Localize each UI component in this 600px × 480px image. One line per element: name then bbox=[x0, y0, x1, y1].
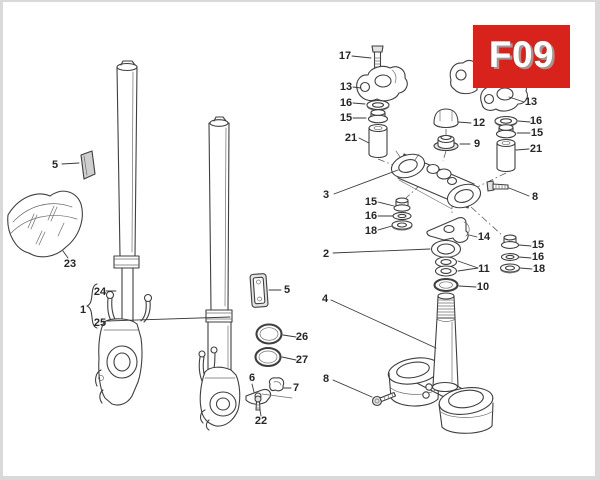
callout-14: 14 bbox=[478, 231, 491, 243]
callout-15-l: 15 bbox=[340, 112, 352, 124]
callout-1: 1 bbox=[80, 304, 86, 316]
callout-21-r: 21 bbox=[530, 143, 542, 155]
page-code-badge: F09 F09 bbox=[473, 25, 570, 88]
callout-16-l: 16 bbox=[340, 97, 352, 109]
part-6-bracket bbox=[245, 388, 293, 405]
part-5-reflector-right bbox=[249, 273, 269, 308]
callout-5-r: 5 bbox=[284, 284, 290, 296]
callout-15-m: 15 bbox=[365, 196, 377, 208]
part-2-bearing bbox=[430, 239, 462, 259]
part-15-nut-right bbox=[495, 124, 517, 139]
part-3-top-clamp bbox=[390, 150, 482, 210]
callout-17: 17 bbox=[339, 50, 351, 62]
part-16-washer-stem bbox=[500, 253, 520, 261]
callout-13-r: 13 bbox=[525, 96, 537, 108]
part-8-bolt-bottom bbox=[371, 391, 397, 407]
part-25-fork-leg-right bbox=[198, 116, 241, 431]
callout-labels: 17 13 16 15 21 13 16 15 21 12 9 3 15 16 … bbox=[52, 50, 545, 427]
part-12-cap-nut bbox=[433, 108, 459, 129]
badge-background bbox=[473, 25, 570, 88]
callout-12: 12 bbox=[473, 117, 485, 129]
callout-8-r: 8 bbox=[532, 191, 538, 203]
bottom-clamp bbox=[387, 357, 494, 434]
part-16-washer-mid bbox=[392, 211, 412, 221]
callout-15-s: 15 bbox=[532, 239, 544, 251]
leader-lines bbox=[61, 55, 533, 417]
page-code: F09 bbox=[489, 34, 554, 75]
callout-7: 7 bbox=[293, 382, 299, 394]
callout-18-m: 18 bbox=[365, 225, 377, 237]
callout-15-r: 15 bbox=[531, 127, 543, 139]
part-13-clamp-left bbox=[356, 65, 408, 102]
part-7-clip bbox=[268, 377, 285, 392]
part-5-reflector-left bbox=[80, 150, 96, 180]
part-23-fender bbox=[7, 190, 83, 258]
callout-3: 3 bbox=[323, 189, 329, 201]
callout-24: 24 bbox=[94, 286, 107, 298]
callout-16-m: 16 bbox=[365, 210, 377, 222]
page-code-shadow: F09 bbox=[491, 36, 556, 77]
callout-23: 23 bbox=[64, 258, 76, 270]
callout-5-l: 5 bbox=[52, 159, 58, 171]
part-1-group-brace bbox=[86, 283, 98, 329]
callout-16-r: 16 bbox=[530, 115, 542, 127]
part-4-steering-stem bbox=[431, 292, 459, 393]
part-15-nut-stem bbox=[500, 234, 520, 249]
partial-clamp-behind-badge bbox=[449, 59, 478, 95]
part-15-nut-left bbox=[367, 109, 389, 124]
callout-21-l: 21 bbox=[345, 132, 357, 144]
part-27-o-ring bbox=[254, 346, 282, 368]
part-8-bolt-right bbox=[486, 180, 509, 192]
callout-11: 11 bbox=[478, 263, 490, 275]
callout-13-l: 13 bbox=[340, 81, 352, 93]
part-11-washers bbox=[434, 256, 458, 277]
part-21-spacer-right bbox=[496, 138, 516, 173]
callout-4: 4 bbox=[322, 293, 329, 305]
part-16-washer-left bbox=[366, 99, 390, 111]
part-10-seal bbox=[433, 277, 459, 293]
callout-22: 22 bbox=[255, 415, 267, 427]
callout-2: 2 bbox=[323, 248, 329, 260]
callout-25: 25 bbox=[94, 317, 106, 329]
callout-6: 6 bbox=[249, 372, 255, 384]
part-15-nut-mid bbox=[393, 197, 411, 212]
part-22-bolt bbox=[254, 395, 262, 411]
callout-10: 10 bbox=[477, 281, 489, 293]
part-16-washer-right bbox=[494, 115, 518, 127]
part-18-washer-mid bbox=[391, 220, 413, 231]
part-26-o-ring bbox=[255, 323, 283, 345]
part-18-washer-stem bbox=[499, 263, 521, 274]
callout-26: 26 bbox=[296, 331, 308, 343]
part-21-spacer-left bbox=[368, 123, 388, 159]
callout-16-s: 16 bbox=[532, 251, 544, 263]
part-14-lock-plate bbox=[426, 217, 470, 243]
callout-18-s: 18 bbox=[533, 263, 545, 275]
callout-8-b: 8 bbox=[323, 373, 329, 385]
callout-27: 27 bbox=[296, 354, 308, 366]
callout-9: 9 bbox=[474, 138, 480, 150]
part-9-flange-nut bbox=[433, 134, 459, 152]
part-24-fork-leg-left bbox=[95, 60, 153, 406]
